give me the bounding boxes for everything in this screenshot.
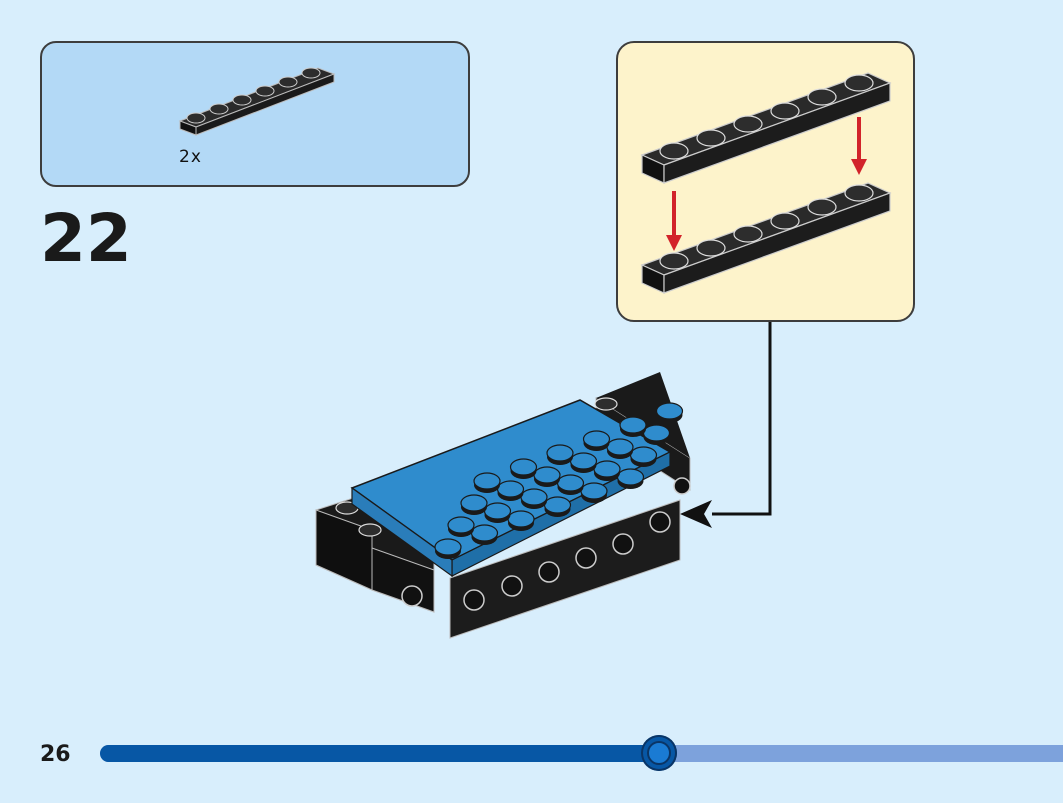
lower-plate [640,182,892,294]
blue-stud-side [508,515,534,531]
blue-stud [473,472,501,490]
progress-bar-fill [100,745,659,762]
blue-stud-side [448,521,474,537]
red-arrow-icon [666,191,682,251]
blue-stud [619,416,647,434]
blue-stud-side [547,449,573,465]
blue-stud [447,516,475,534]
blue-stud-side [484,507,511,523]
blue-stud-side [594,465,620,481]
blue-stud-side [581,487,607,503]
blue-stud-side [544,501,571,517]
blue-stud-side [617,473,644,489]
blue-stud [520,488,548,506]
blue-stud [470,524,499,542]
blue-stud [616,468,645,486]
blue-stud-side [656,407,683,423]
blue-stud-side [620,421,646,437]
page-number: 26 [40,742,71,767]
part-quantity-label: 2x [179,147,202,167]
blue-stud [606,438,634,456]
blue-stud [569,452,598,470]
blue-stud-side [643,429,670,445]
pointer-arrow-icon [680,500,712,528]
blue-stud-side [570,457,597,473]
blue-stud [546,444,574,462]
blue-stud [543,496,572,514]
blue-stud [509,458,538,476]
red-arrow-icon [851,117,867,175]
blue-stud [556,474,585,492]
blue-stud [580,482,608,500]
blue-stud [629,446,658,464]
blue-stud [582,430,611,448]
parts-list-box: 2x [40,41,470,187]
blue-stud [533,466,561,484]
blue-studs [434,402,684,559]
upper-plate [640,72,892,184]
blue-stud-side [471,529,498,545]
blue-stud-side [630,451,657,467]
blue-stud-side [461,499,487,515]
blue-stud-side [474,477,500,493]
blue-stud [642,424,671,442]
two-plates-assembly-icon [640,72,892,294]
blue-stud [507,510,535,528]
blue-stud-side [557,479,584,495]
blue-stud-side [497,485,524,501]
blue-stud-side [534,471,560,487]
blue-stud-side [510,463,537,479]
blue-stud [460,494,488,512]
step-number: 22 [40,200,132,277]
blue-stud-side [521,493,547,509]
progress-knob-icon [640,735,677,771]
blue-stud-side [583,435,610,451]
sub-assembly-callout-box [616,41,915,322]
blue-stud [434,538,462,556]
blue-stud [496,480,525,498]
blue-stud [593,460,621,478]
blue-stud [655,402,684,420]
blue-stud-side [435,543,461,559]
blue-stud-side [607,443,633,459]
blue-stud [483,502,512,520]
black-plate-1x6-icon [178,67,336,136]
